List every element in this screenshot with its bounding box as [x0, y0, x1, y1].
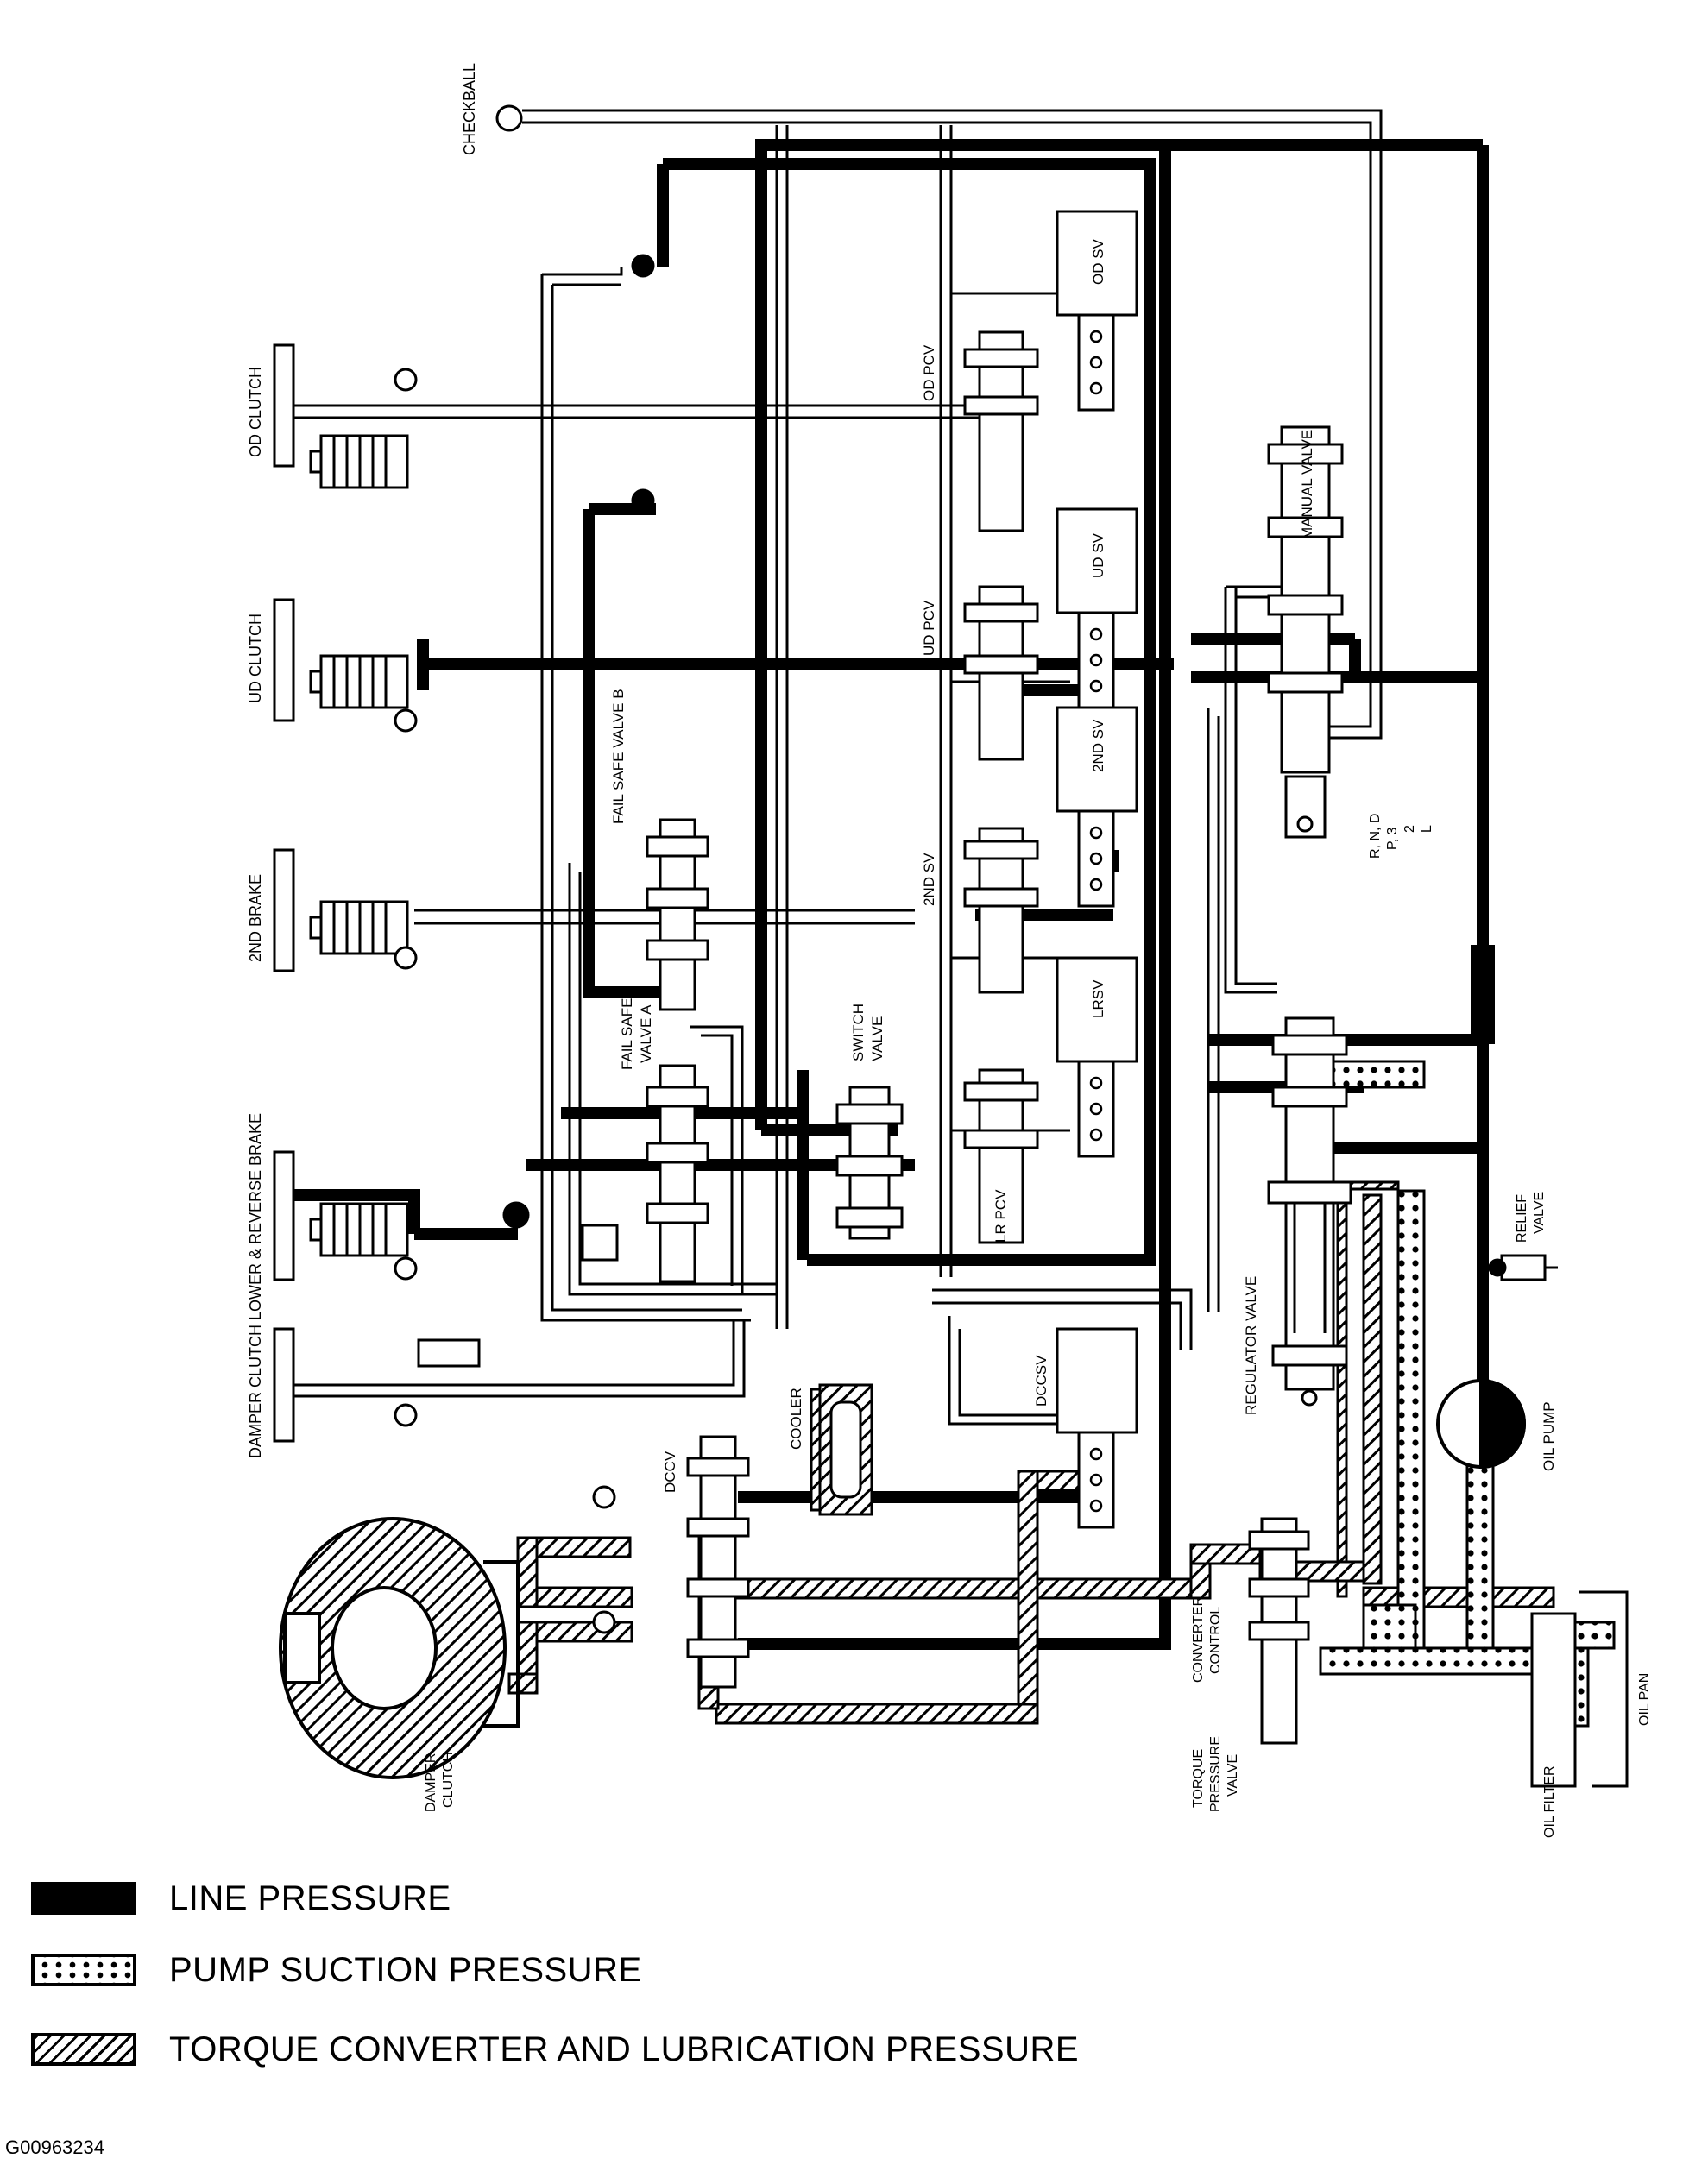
- second-brake-plate: [273, 848, 295, 972]
- label-torque-2: PRESSURE: [1208, 1736, 1223, 1812]
- label-2nd-sv-box: 2ND SV: [1090, 719, 1106, 772]
- label-switch-valve-2: VALVE: [869, 1016, 885, 1061]
- label-cooler: COOLER: [788, 1388, 804, 1450]
- legend-line-pressure-label: LINE PRESSURE: [169, 1879, 451, 1917]
- label-relief-2: VALVE: [1532, 1192, 1547, 1234]
- dccv: [686, 1435, 750, 1689]
- label-range-4: L: [1420, 825, 1434, 833]
- label-range-1: R, N, D: [1368, 814, 1383, 859]
- label-torque-1: TORQUE: [1191, 1749, 1206, 1808]
- pressure-gauges: [592, 1485, 616, 1634]
- label-2nd-sv-side: 2ND SV: [921, 853, 937, 906]
- od-clutch-plate: [273, 343, 295, 468]
- label-converter-2: CONTROL: [1208, 1607, 1223, 1674]
- label-converter-1: CONVERTER: [1191, 1596, 1206, 1683]
- label-range-2: P, 3: [1385, 828, 1400, 851]
- line-pressure-swatch: [31, 1882, 136, 1915]
- component-labels: CHECKBALL OD CLUTCH UD CLUTCH 2ND BRAKE …: [247, 63, 1652, 1838]
- label-lrsv: LRSV: [1090, 979, 1106, 1018]
- od-sv-body: [1056, 210, 1138, 317]
- manual-valve: [1267, 425, 1344, 839]
- legend-line-pressure: LINE PRESSURE: [31, 1877, 451, 1920]
- figure-id: G00963234: [5, 2137, 104, 2158]
- label-ud-sv: UD SV: [1090, 532, 1106, 578]
- legend-torque-converter: TORQUE CONVERTER AND LUBRICATION PRESSUR…: [31, 2028, 1079, 2071]
- legend-pump-suction: PUMP SUCTION PRESSURE: [31, 1948, 642, 1992]
- label-relief-1: RELIEF: [1515, 1194, 1529, 1243]
- legend-pump-suction-label: PUMP SUCTION PRESSURE: [169, 1950, 642, 1989]
- label-damper-clutch-1: DAMPER: [424, 1753, 438, 1812]
- torque-converter: [279, 1517, 520, 1779]
- converter-control-valve: [1248, 1517, 1310, 1745]
- label-range-3: 2: [1402, 825, 1417, 833]
- pump-suction-swatch: [31, 1954, 136, 1986]
- label-lr-brake: LOWER & REVERSE BRAKE: [247, 1113, 264, 1320]
- label-oil-pump: OIL PUMP: [1541, 1401, 1557, 1471]
- solenoid-stem-holes: [1089, 330, 1103, 1513]
- label-checkball: CHECKBALL: [461, 63, 478, 155]
- line-pressure-passages: [293, 139, 1489, 1650]
- label-2nd-brake: 2ND BRAKE: [247, 874, 264, 962]
- label-switch-valve-1: SWITCH: [850, 1004, 867, 1061]
- label-torque-3: VALVE: [1226, 1754, 1240, 1797]
- label-dccsv: DCCSV: [1033, 1355, 1049, 1407]
- label-fail-safe-b: FAIL SAFE VALVE B: [610, 689, 627, 824]
- label-regulator-valve: REGULATOR VALVE: [1243, 1276, 1259, 1415]
- accumulator: [1471, 945, 1495, 1044]
- friction-elements: [273, 343, 295, 1443]
- lr-brake-plate: [273, 1150, 295, 1281]
- label-dccv: DCCV: [662, 1451, 678, 1493]
- oil-pump: [1436, 1378, 1526, 1470]
- dccsv-body: [1056, 1327, 1138, 1434]
- label-od-pcv: OD PCV: [921, 344, 937, 401]
- torque-converter-swatch: [31, 2033, 136, 2066]
- label-damper-clutch-2: CLUTCH: [441, 1752, 456, 1808]
- label-oil-pan: OIL PAN: [1637, 1673, 1652, 1726]
- label-fail-safe-a-1: FAIL SAFE: [619, 998, 635, 1070]
- label-damper-clutch-left: DAMPER CLUTCH: [247, 1325, 264, 1458]
- relief-valve: [1483, 1254, 1558, 1281]
- cooler: [818, 1383, 873, 1516]
- ud-clutch-plate: [273, 598, 295, 722]
- legend-torque-converter-label: TORQUE CONVERTER AND LUBRICATION PRESSUR…: [169, 2030, 1080, 2068]
- oil-filter: [1530, 1590, 1629, 1788]
- label-manual-valve: MANUAL VALVE: [1299, 430, 1315, 539]
- piston-packs: [309, 434, 481, 1368]
- regulator-valve: [1267, 1016, 1352, 1407]
- label-oil-filter: OIL FILTER: [1542, 1765, 1557, 1838]
- label-ud-pcv: UD PCV: [921, 600, 937, 656]
- lrsv-body: [1056, 956, 1138, 1063]
- pressure-control-valves: [963, 330, 1039, 1244]
- label-od-sv: OD SV: [1090, 238, 1106, 285]
- label-od-clutch: OD CLUTCH: [247, 367, 264, 457]
- damper-clutch-plate: [273, 1327, 295, 1443]
- label-ud-clutch: UD CLUTCH: [247, 614, 264, 703]
- label-lr-pcv: LR PCV: [993, 1189, 1009, 1243]
- checkballs: [394, 104, 655, 1427]
- fail-safe-valves: [581, 818, 904, 1283]
- label-fail-safe-a-2: VALVE A: [638, 1004, 654, 1063]
